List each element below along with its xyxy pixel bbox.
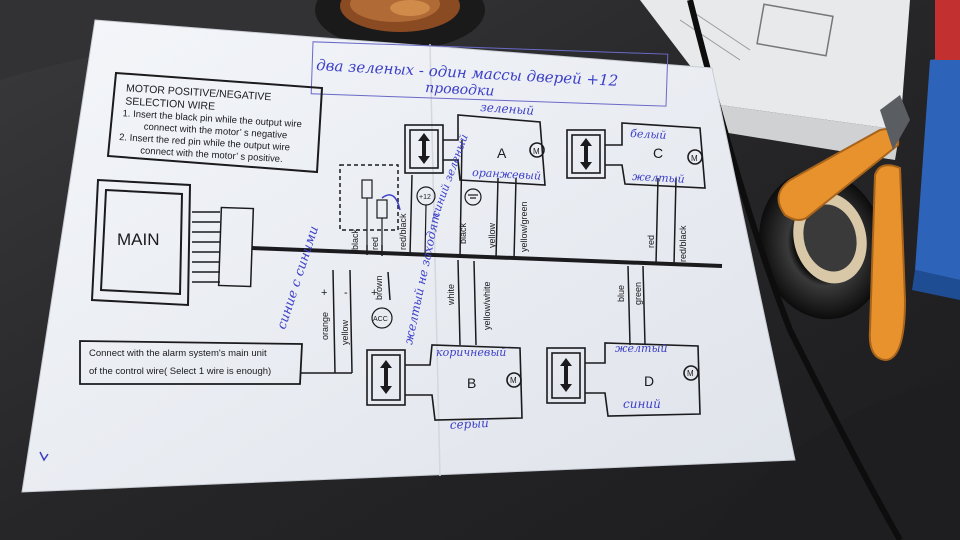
motor-d-label: D — [644, 373, 654, 389]
wire-label-green: green — [633, 282, 643, 305]
seat-shadow — [700, 380, 960, 540]
copper-wire-bowl — [315, 0, 485, 50]
hand-d-bottom: синий — [623, 397, 661, 411]
wire-label-red-black: red/black — [398, 213, 408, 250]
motor-d-arrow-icon — [560, 358, 572, 392]
note-line-2: проводки — [425, 80, 495, 100]
wire-label-yellow-green: yellow/green — [519, 201, 529, 252]
wire-label-brown: brown — [374, 275, 384, 300]
ground-symbol — [464, 188, 482, 206]
upper-wires — [366, 139, 677, 266]
wire-label-white: white — [446, 284, 456, 306]
main-label: MAIN — [117, 230, 160, 249]
seat-panel — [0, 0, 420, 80]
pen-mark — [39, 451, 49, 462]
wire-label-orange: orange — [320, 312, 330, 340]
lower-wires — [300, 259, 646, 374]
blue-box — [912, 55, 960, 300]
motor-b-m: M — [510, 376, 517, 385]
main-unit — [90, 178, 192, 307]
hand-a-wires: оранжевый — [472, 166, 542, 183]
hand-a-top: зеленый — [480, 100, 535, 118]
motor-b-block — [366, 344, 523, 421]
wire-label-black: black — [350, 228, 360, 250]
plus-orange: + — [321, 287, 327, 299]
handwritten-note-box — [310, 41, 669, 107]
wire-label-yellow-a: yellow — [487, 222, 497, 248]
minus-yellow: - — [344, 287, 348, 299]
alarm-line-2: of the control wire( Select 1 wire is en… — [89, 366, 271, 377]
wire-label-red: red — [370, 237, 380, 250]
plus-brown: + — [371, 287, 377, 299]
motor-a-block — [404, 114, 546, 186]
alarm-box — [79, 340, 303, 385]
hand-c-top: белый — [630, 127, 667, 142]
wire-label-blue: blue — [616, 285, 626, 302]
motor-c-arrow-icon — [580, 138, 592, 170]
selection-wire-box — [106, 71, 324, 174]
motor-a-arrow-icon — [418, 133, 430, 164]
alarm-line-1: Connect with the alarm system's main uni… — [89, 348, 267, 359]
main-connector — [192, 206, 255, 288]
motor-a-label: A — [497, 145, 507, 161]
wire-label-red-black-c: red/black — [678, 225, 688, 262]
motor-c-m: M — [691, 154, 698, 163]
hand-b-bottom: серый — [449, 416, 489, 432]
pin-selector — [339, 164, 401, 245]
motor-d-block — [546, 342, 701, 417]
acc-symbol: ACC — [371, 307, 393, 329]
instruction-sheet — [22, 20, 795, 492]
motor-c-label: C — [653, 145, 663, 161]
red-item — [935, 0, 960, 60]
sheet-fold — [429, 43, 441, 477]
hand-c-wires: желтый — [632, 170, 685, 186]
hand-d-wires: желтый — [615, 342, 668, 355]
wire-label-black-a: black — [458, 222, 468, 244]
motor-a-m: M — [533, 147, 540, 156]
main-harness-line — [251, 246, 723, 268]
wire-cutter — [777, 95, 910, 362]
motor-b-label: B — [467, 375, 476, 391]
sheet-edge — [21, 19, 796, 493]
wire-label-red-c: red — [646, 235, 656, 248]
hand-b-wires: коричневый — [436, 346, 506, 359]
wire-label-yellow-left: yellow — [340, 319, 350, 345]
motor-d-m: M — [687, 369, 694, 378]
svg-text:ACC: ACC — [373, 316, 388, 323]
motor-c-block — [566, 122, 706, 189]
motor-b-arrow-icon — [380, 360, 392, 394]
plus12-symbol: +12 — [416, 186, 436, 256]
wire-label-yellow-white: yellow/white — [482, 281, 492, 330]
title-line-2: SELECTION WIRE — [125, 95, 215, 112]
svg-text:+12: +12 — [419, 194, 431, 201]
